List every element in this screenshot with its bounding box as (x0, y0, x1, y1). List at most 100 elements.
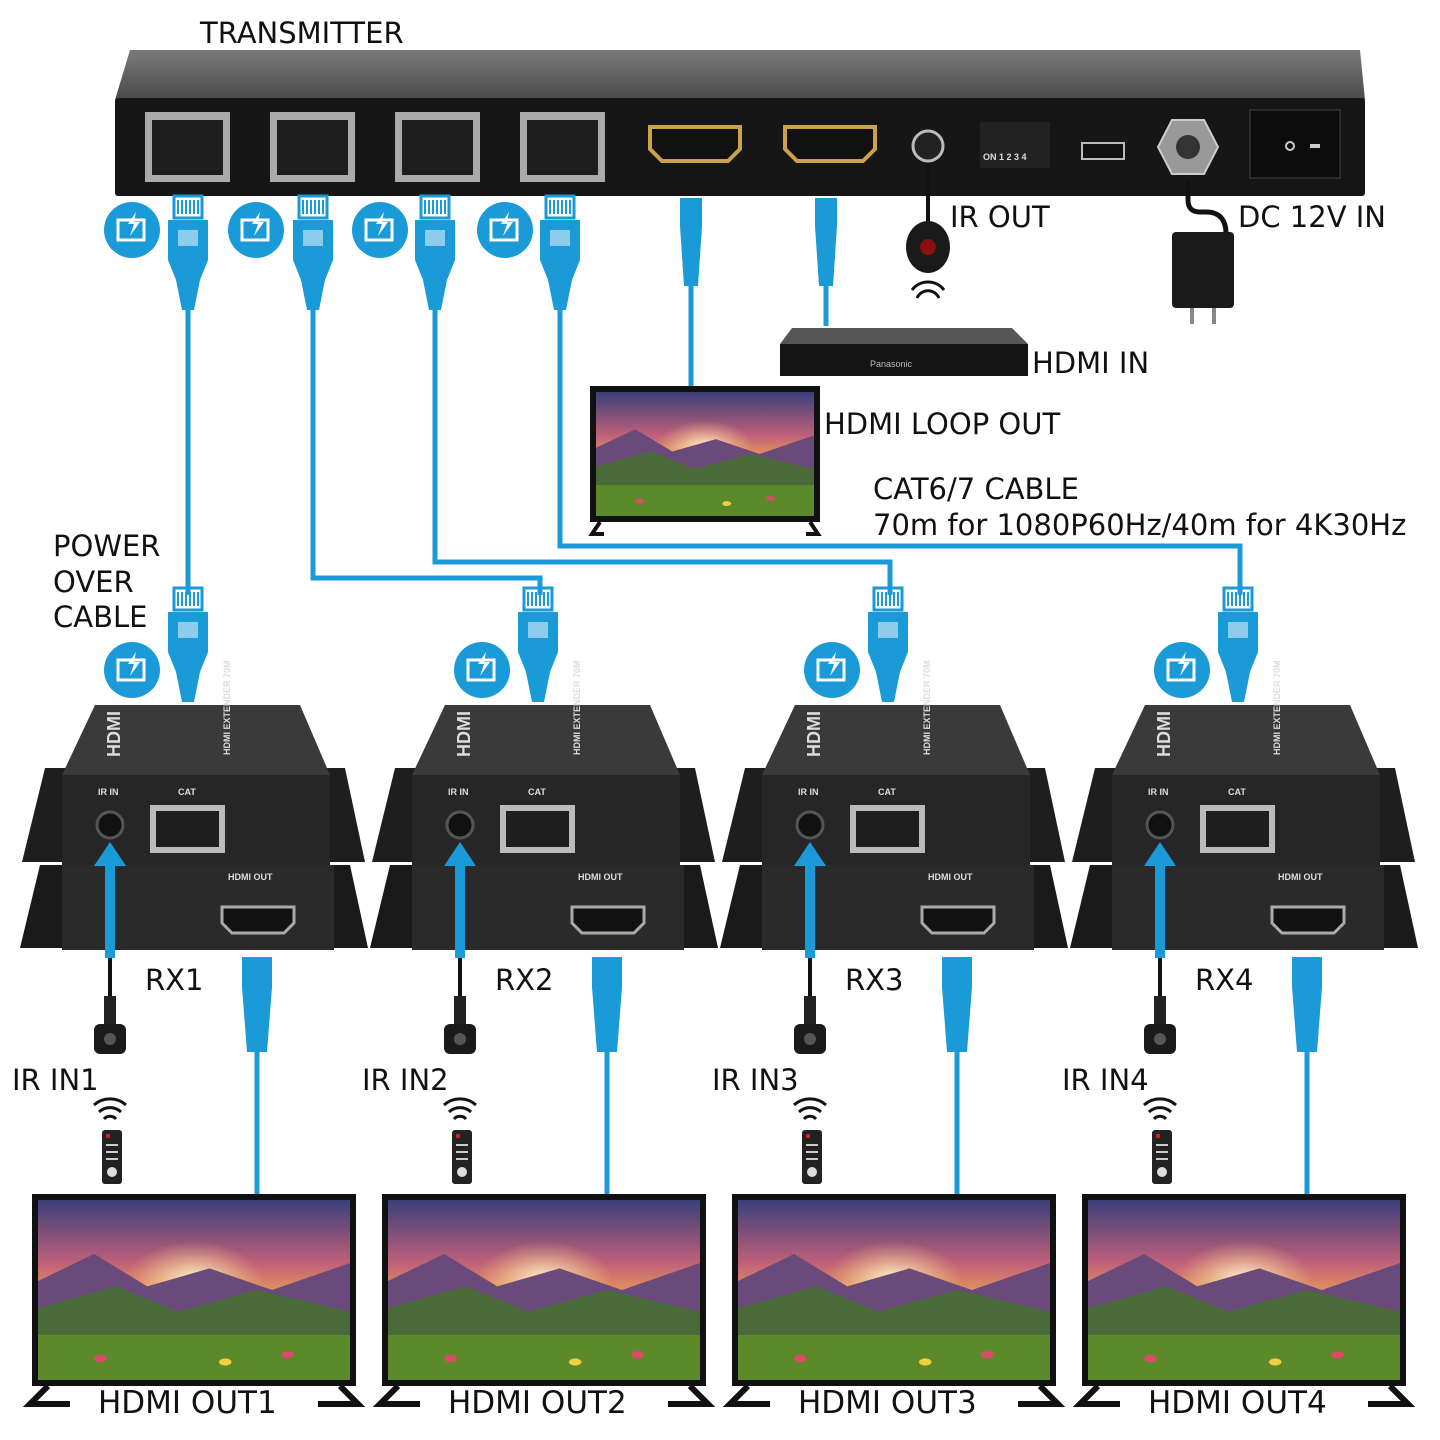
poc-icon (1152, 640, 1212, 700)
receiver-unit: HDMI EXTENDER 70M HDMI IR IN CAT HDMI OU… (362, 586, 718, 1421)
poc-label-line1: POWER (53, 529, 160, 563)
receiver-unit: HDMI EXTENDER 70M HDMI IR IN CAT HDMI OU… (1062, 586, 1418, 1421)
cat-cable-2 (310, 305, 543, 595)
poc-icon (802, 640, 862, 700)
rx-model-print: HDMI EXTENDER 70M (572, 660, 582, 755)
ir-arrow (94, 842, 126, 958)
transmitter-device: ON 1 2 3 4 (115, 50, 1365, 196)
rx-ir-in-print: IR IN (448, 787, 469, 797)
hdmi-loop-out-label: HDMI LOOP OUT (824, 407, 1060, 441)
rx-hdmi-out-print: HDMI OUT (228, 872, 273, 882)
display-tv (1072, 1194, 1416, 1407)
loop-out-tv (588, 386, 822, 536)
rx-rj45-port (500, 805, 575, 853)
ir-in-jack (1145, 810, 1175, 840)
hdmi-cables (680, 198, 837, 388)
remote-control-icon (802, 1130, 822, 1184)
rx-cat-print: CAT (1228, 787, 1246, 797)
rx-label: RX3 (845, 963, 903, 997)
rj45-port-3 (395, 112, 480, 182)
receiver-unit: HDMI EXTENDER 70M HDMI IR IN CAT HDMI OU… (12, 586, 368, 1421)
poc-icon (102, 640, 162, 700)
rj45-port-4 (520, 112, 605, 182)
player-brand: Panasonic (870, 359, 913, 369)
rx-hdmi-out-print: HDMI OUT (578, 872, 623, 882)
ir-in-jack (95, 810, 125, 840)
transmitter-title: TRANSMITTER (199, 16, 404, 50)
rx-hdmi-port (1270, 905, 1346, 935)
hdmi-out-label: HDMI OUT4 (1148, 1385, 1327, 1421)
ir-wave-icon (443, 1097, 477, 1121)
dip-switch[interactable] (980, 122, 1050, 168)
rx-label: RX1 (145, 963, 203, 997)
rx-rj45-port (1200, 805, 1275, 853)
ir-arrow (444, 842, 476, 958)
remote-control-icon (102, 1130, 122, 1184)
rx-ir-in-print: IR IN (1148, 787, 1169, 797)
display-tv (722, 1194, 1066, 1407)
rx-ir-in-print: IR IN (798, 787, 819, 797)
receiver-top (62, 705, 330, 775)
rx-cat-print: CAT (178, 787, 196, 797)
cable-spec: 70m for 1080P60Hz/40m for 4K30Hz (873, 508, 1406, 542)
rx-hdmi-port (220, 905, 296, 935)
hdmi-out-port (648, 125, 742, 163)
hdmi-in-port (783, 125, 877, 163)
hdmi-logo: HDMI (804, 711, 824, 757)
hdmi-out-label: HDMI OUT1 (98, 1385, 277, 1421)
hdmi-logo: HDMI (1154, 711, 1174, 757)
ir-arrow (794, 842, 826, 958)
dip-label: ON 1 2 3 4 (983, 152, 1027, 162)
receiver-unit: HDMI EXTENDER 70M HDMI IR IN CAT HDMI OU… (712, 586, 1068, 1421)
ir-in-label: IR IN1 (12, 1063, 99, 1097)
ir-wave-icon (93, 1097, 127, 1121)
hdmi-cable (592, 957, 622, 1196)
display-tv (22, 1194, 366, 1407)
rx-cat-plug (166, 586, 210, 704)
rx-hdmi-port (920, 905, 996, 935)
hdmi-cable (1292, 957, 1322, 1196)
hdmi-cable (942, 957, 972, 1196)
power-adapter (1172, 180, 1234, 324)
rx-hdmi-out-print: HDMI OUT (1278, 872, 1323, 882)
power-switch[interactable] (1249, 109, 1341, 179)
hdmi-logo: HDMI (454, 711, 474, 757)
media-player: Panasonic (780, 328, 1028, 376)
display-tv (372, 1194, 716, 1407)
receiver-top (762, 705, 1030, 775)
rx-model-print: HDMI EXTENDER 70M (922, 660, 932, 755)
rx-label: RX4 (1195, 963, 1253, 997)
hdmi-in-label: HDMI IN (1032, 346, 1149, 380)
rx-cat-plug (1216, 586, 1260, 704)
ir-in-label: IR IN3 (712, 1063, 799, 1097)
ir-in-jack (795, 810, 825, 840)
rx-cat-plug (516, 586, 560, 704)
rx-hdmi-out-print: HDMI OUT (928, 872, 973, 882)
ir-receiver-sensor (94, 958, 126, 1054)
hdmi-out-label: HDMI OUT2 (448, 1385, 627, 1421)
rx-model-print: HDMI EXTENDER 70M (222, 660, 232, 755)
ir-out-label: IR OUT (950, 200, 1050, 234)
ir-receiver-sensor (1144, 958, 1176, 1054)
ir-wave-icon (1143, 1097, 1177, 1121)
hdmi-out-label: HDMI OUT3 (798, 1385, 977, 1421)
rx-rj45-port (150, 805, 225, 853)
rx-cat-plug (866, 586, 910, 704)
rx-label: RX2 (495, 963, 553, 997)
remote-control-icon (452, 1130, 472, 1184)
rj45-port-1 (145, 112, 230, 182)
rx-rj45-port (850, 805, 925, 853)
ir-out-jack (911, 129, 945, 163)
ir-in-label: IR IN4 (1062, 1063, 1149, 1097)
poc-label-line2: OVER (53, 565, 134, 599)
receiver-top (1112, 705, 1380, 775)
ir-in-jack (445, 810, 475, 840)
rx-model-print: HDMI EXTENDER 70M (1272, 660, 1282, 755)
ir-receiver-sensor (794, 958, 826, 1054)
poc-label-line3: CABLE (53, 600, 147, 634)
remote-control-icon (1152, 1130, 1172, 1184)
rx-cat-print: CAT (528, 787, 546, 797)
rj45-port-2 (270, 112, 355, 182)
rx-hdmi-port (570, 905, 646, 935)
